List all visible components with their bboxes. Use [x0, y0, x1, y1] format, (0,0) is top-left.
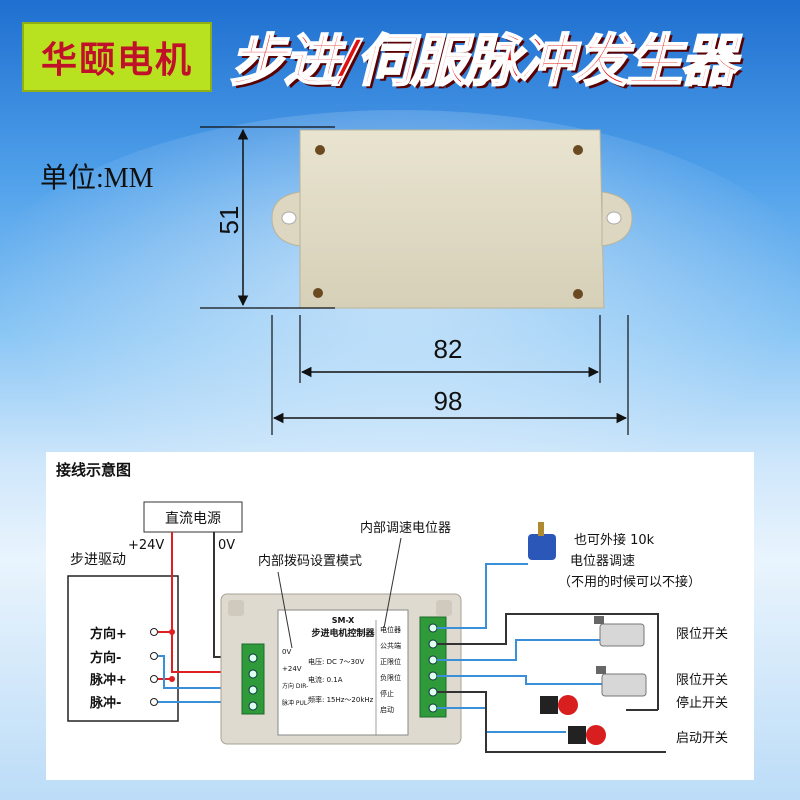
brand-logo-box: 华颐电机	[22, 22, 212, 92]
left-terminal-3: 脉冲 PUL-	[282, 699, 309, 707]
switch-label-limit-1: 限位开关	[676, 627, 728, 642]
right-terminal-2: 正限位	[380, 657, 401, 666]
right-terminal-4: 停止	[380, 689, 394, 698]
driver-pin-dir-plus: 方向+	[90, 626, 127, 642]
internal-pot-label: 内部调速电位器	[360, 520, 451, 536]
power-supply-box	[143, 501, 243, 533]
driver-title: 步进驱动	[70, 552, 126, 568]
external-potentiometer-icon	[528, 522, 556, 560]
dip-setting-label: 内部拨码设置模式	[258, 553, 362, 569]
outer-width-dimension: 98	[434, 386, 463, 416]
product-title: 步进/伺服脉冲发生器	[229, 28, 737, 95]
left-terminal-2: 方向 DIR-	[282, 682, 308, 690]
switch-label-limit-2: 限位开关	[676, 673, 728, 688]
right-terminal-1: 公共端	[380, 641, 401, 650]
module-name: 步进电机控制器	[311, 627, 375, 639]
brand-name: 华颐电机	[40, 39, 193, 81]
stop-button-icon	[540, 695, 578, 715]
limit-switch-2-icon	[596, 666, 647, 697]
spec-current: 电流: 0.1A	[308, 675, 343, 684]
enclosure-dimension-drawing: 51 82 98	[200, 126, 633, 435]
right-terminal-3: 负限位	[380, 673, 401, 682]
driver-pin-pul-minus: 脉冲-	[89, 695, 121, 711]
ext-pot-note: （不用的时候可以不接）	[558, 574, 701, 590]
switch-label-start: 启动开关	[676, 731, 728, 746]
unit-label: 单位:MM	[40, 163, 154, 194]
driver-pin-dir-minus: 方向-	[90, 650, 121, 666]
controller-module	[220, 593, 462, 745]
ext-pot-line2: 电位器调速	[570, 554, 635, 569]
wiring-diagram: 直流电源 +24V 0V 步进驱动 方向+ 方向- 脉冲+ 脉冲-	[67, 501, 728, 753]
wiring-title: 接线示意图	[56, 461, 132, 479]
power-zero-label: 0V	[218, 538, 235, 553]
left-terminal-0: 0V	[282, 648, 291, 656]
enclosure-box	[271, 129, 633, 309]
start-button-icon	[568, 725, 606, 745]
power-plus-label: +24V	[128, 538, 164, 553]
module-model: SM-X	[332, 616, 355, 625]
spec-voltage: 电压: DC 7～30V	[308, 657, 364, 666]
right-terminal-5: 启动	[380, 705, 394, 714]
left-terminal-1: +24V	[282, 665, 302, 673]
power-supply-label: 直流电源	[165, 510, 221, 527]
inner-width-dimension: 82	[434, 334, 463, 364]
right-terminal-0: 电位器	[380, 625, 401, 634]
spec-frequency: 频率: 15Hz～20kHz	[308, 695, 374, 704]
height-dimension: 51	[214, 206, 244, 235]
right-dark-wires	[437, 613, 666, 753]
ext-pot-line1: 也可外接 10k	[574, 532, 655, 548]
driver-pin-pul-plus: 脉冲+	[89, 672, 127, 688]
limit-switch-1-icon	[594, 616, 645, 647]
switch-label-stop: 停止开关	[676, 695, 728, 711]
stepper-driver-box	[67, 575, 179, 722]
